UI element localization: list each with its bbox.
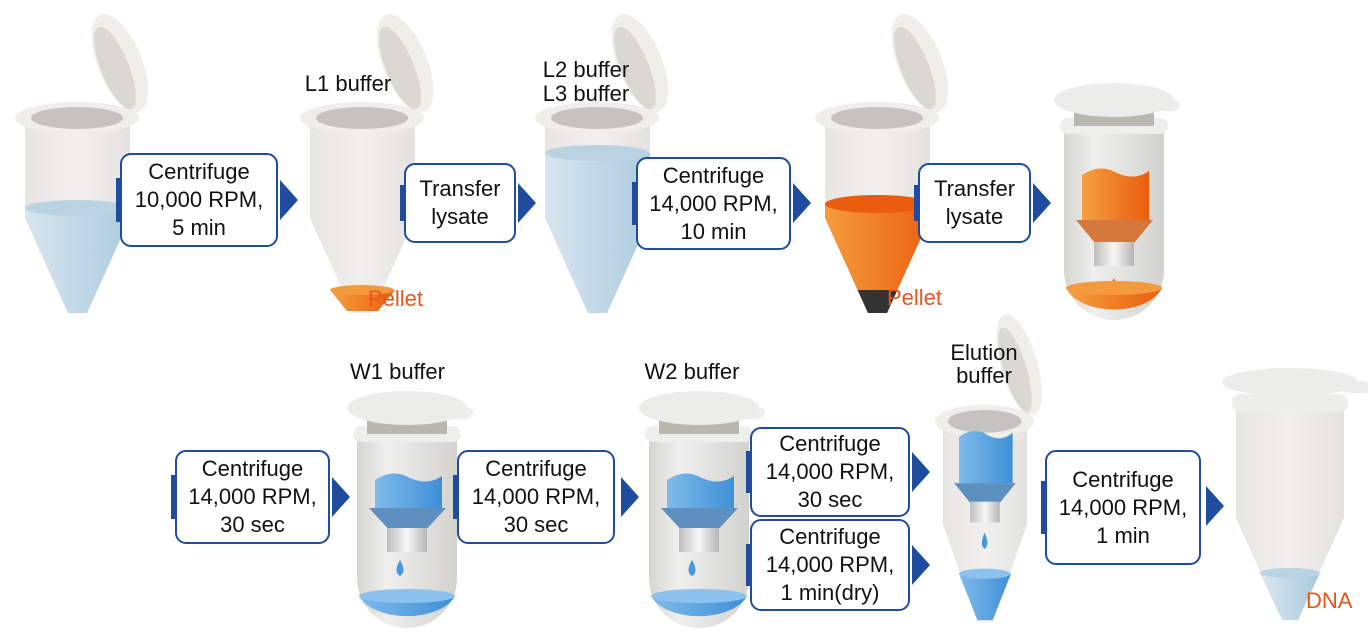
step-line: Centrifuge: [201, 456, 304, 481]
arrow-right-icon: [280, 180, 298, 220]
arrow-right-icon: [1033, 183, 1051, 223]
step-line: 30 sec: [503, 512, 569, 537]
step-transfer-lysate-2: Transfer lysate: [914, 163, 1031, 243]
l2-buffer-label: L2 buffer: [542, 57, 630, 82]
arrow-right-icon: [332, 477, 350, 517]
step-line: Centrifuge: [662, 162, 765, 188]
tube-dna: [1222, 368, 1368, 620]
spin-column-lysate: [1054, 83, 1181, 320]
step-line: 14,000 RPM,: [765, 459, 895, 484]
step-centrifuge-10000-5min: Centrifuge 10,000 RPM, 5 min: [116, 153, 278, 247]
step-line: 14,000 RPM,: [1058, 494, 1188, 520]
step-line: Transfer: [419, 176, 501, 201]
step-line: Centrifuge: [148, 159, 250, 184]
step-line: 10 min: [680, 218, 747, 244]
step-line: Centrifuge: [1072, 466, 1174, 492]
step-line: 14,000 RPM,: [649, 190, 778, 216]
step-centrifuge-30sec: Centrifuge 14,000 RPM, 30 sec: [746, 427, 910, 517]
arrow-right-icon: [912, 452, 930, 492]
step-line: 5 min: [172, 215, 226, 240]
l1-buffer-label: L1 buffer: [304, 71, 392, 96]
spin-column-w1: [347, 391, 474, 628]
step-line: lysate: [431, 204, 489, 229]
step-centrifuge-elution: Centrifuge 14,000 RPM, 1 min: [1041, 450, 1201, 565]
elution-buffer-label-line2: buffer: [956, 363, 1012, 388]
step-centrifuge-dry: Centrifuge 14,000 RPM, 1 min(dry): [746, 519, 910, 611]
step-line: 1 min: [1096, 522, 1150, 548]
w2-buffer-label: W2 buffer: [644, 359, 740, 384]
pellet-label-2: Pellet: [887, 285, 943, 310]
step-line: 14,000 RPM,: [188, 484, 317, 509]
tube-pellet: [300, 6, 445, 313]
arrow-right-icon: [518, 183, 536, 223]
step-centrifuge-w2: Centrifuge 14,000 RPM, 30 sec: [453, 450, 615, 544]
step-line: 1 min(dry): [780, 580, 880, 605]
dna-label: DNA: [1306, 588, 1353, 613]
step-line: 14,000 RPM,: [765, 552, 895, 577]
step-line: Centrifuge: [779, 431, 881, 456]
step-line: lysate: [945, 204, 1004, 229]
arrow-right-icon: [912, 545, 930, 585]
spin-column-w2: [639, 391, 766, 628]
pellet-label-1: Pellet: [368, 286, 424, 311]
arrow-right-icon: [793, 183, 811, 223]
step-line: Centrifuge: [485, 456, 587, 481]
tube-elution: [935, 306, 1051, 623]
step-line: Centrifuge: [779, 524, 881, 549]
step-centrifuge-w1: Centrifuge 14,000 RPM, 30 sec: [171, 450, 330, 544]
l3-buffer-label: L3 buffer: [542, 81, 630, 106]
step-line: Transfer: [933, 176, 1016, 201]
arrow-right-icon: [621, 477, 639, 517]
step-transfer-lysate-1: Transfer lysate: [400, 163, 516, 243]
arrow-right-icon: [1206, 486, 1224, 526]
w1-buffer-label: W1 buffer: [350, 359, 445, 384]
step-line: 14,000 RPM,: [471, 484, 601, 509]
elution-buffer-label-line1: Elution: [950, 340, 1018, 365]
step-line: 30 sec: [797, 487, 863, 512]
step-line: 10,000 RPM,: [134, 187, 264, 212]
step-centrifuge-14000-10min: Centrifuge 14,000 RPM, 10 min: [632, 157, 791, 250]
step-line: 30 sec: [220, 512, 285, 537]
